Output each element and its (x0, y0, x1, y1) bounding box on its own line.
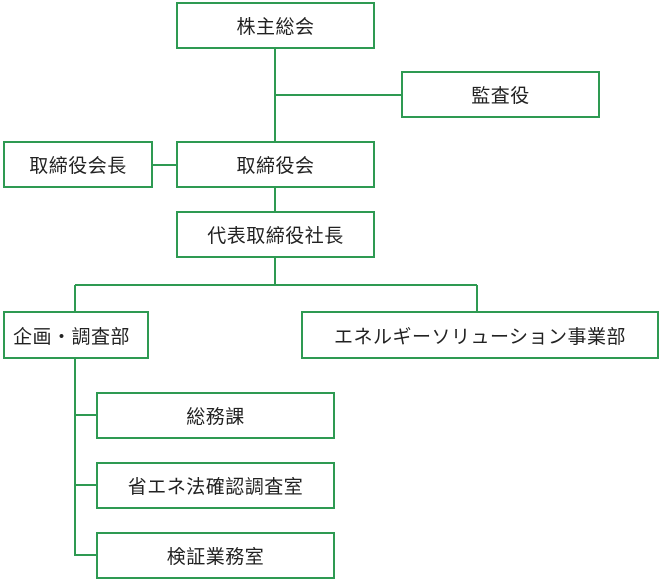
general-affairs-section-box: 総務課 (96, 392, 335, 439)
verification-office-label: 検証業務室 (166, 546, 265, 568)
board-of-directors-box: 取締役会 (176, 141, 375, 188)
energy-saving-law-office-label: 省エネ法確認調査室 (127, 476, 304, 498)
energy-solution-dept-box: エネルギーソリューション事業部 (301, 311, 659, 359)
shareholders-meeting-box: 株主総会 (176, 2, 375, 49)
energy-saving-law-office-box: 省エネ法確認調査室 (96, 462, 335, 509)
president-box: 代表取締役社長 (176, 211, 375, 258)
planning-research-dept-label: 企画・調査部 (13, 325, 131, 348)
shareholders-meeting-label: 株主総会 (236, 16, 315, 38)
board-chairman-box: 取締役会長 (3, 141, 153, 188)
general-affairs-section-label: 総務課 (186, 406, 245, 428)
board-chairman-label: 取締役会長 (29, 155, 127, 177)
auditor-box: 監査役 (401, 71, 600, 118)
planning-research-dept-box: 企画・調査部 (3, 311, 149, 359)
president-label: 代表取締役社長 (207, 225, 344, 247)
auditor-label: 監査役 (471, 85, 530, 107)
energy-solution-dept-label: エネルギーソリューション事業部 (333, 325, 627, 348)
verification-office-box: 検証業務室 (96, 532, 335, 579)
board-of-directors-label: 取締役会 (236, 155, 315, 177)
